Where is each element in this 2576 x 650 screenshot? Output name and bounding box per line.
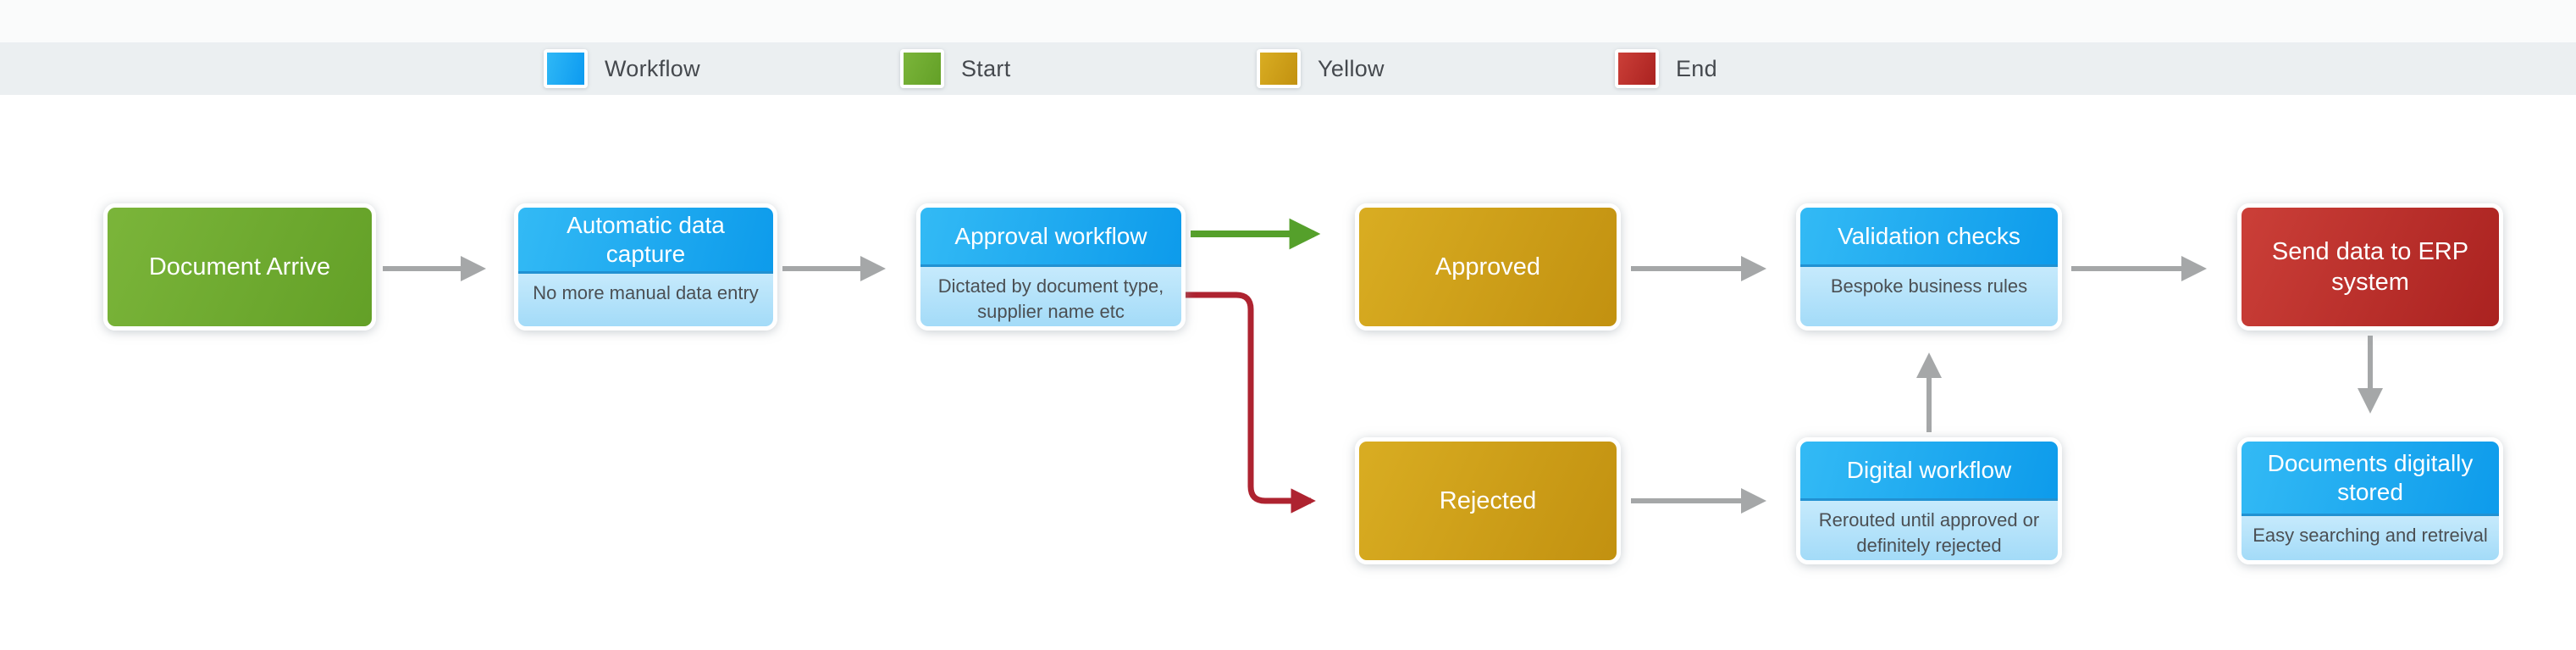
node-subtitle: No more manual data entry <box>518 274 773 326</box>
start-color-swatch <box>900 49 944 88</box>
node-rejected[interactable]: Rejected <box>1355 437 1621 564</box>
node-subtitle: Easy searching and retreival <box>2242 516 2499 560</box>
legend-item-yellow: Yellow <box>1257 47 1385 91</box>
legend-label: Workflow <box>605 55 700 81</box>
node-digital-workflow[interactable]: Digital workflow Rerouted until approved… <box>1796 437 2062 564</box>
node-title: Automatic data capture <box>518 208 773 274</box>
node-subtitle: Rerouted until approved or definitely re… <box>1800 501 2058 560</box>
node-approved[interactable]: Approved <box>1355 203 1621 331</box>
workflow-color-swatch <box>544 49 588 88</box>
legend-item-end: End <box>1615 47 1717 91</box>
node-title: Send data to ERP system <box>2242 208 2499 326</box>
legend-label: Yellow <box>1318 55 1385 81</box>
node-subtitle: Bespoke business rules <box>1800 267 2058 326</box>
yellow-color-swatch <box>1257 49 1301 88</box>
node-document-arrive[interactable]: Document Arrive <box>103 203 376 331</box>
node-send-data-to-erp[interactable]: Send data to ERP system <box>2237 203 2503 331</box>
node-title: Documents digitally stored <box>2242 442 2499 516</box>
node-documents-digitally-stored[interactable]: Documents digitally stored Easy searchin… <box>2237 437 2503 564</box>
node-title: Document Arrive <box>108 208 372 326</box>
node-title: Approved <box>1359 208 1617 326</box>
arrow-approval-workflow-to-rejected <box>1186 292 1316 514</box>
legend-item-workflow: Workflow <box>544 47 700 91</box>
node-title: Validation checks <box>1800 208 2058 267</box>
end-color-swatch <box>1615 49 1659 88</box>
legend-item-start: Start <box>900 47 1011 91</box>
node-title: Rejected <box>1359 442 1617 560</box>
node-subtitle: Dictated by document type, supplier name… <box>920 267 1181 326</box>
legend-label: Start <box>961 55 1011 81</box>
node-title: Digital workflow <box>1800 442 2058 501</box>
legend-label: End <box>1676 55 1717 81</box>
node-automatic-data-capture[interactable]: Automatic data capture No more manual da… <box>514 203 777 331</box>
node-approval-workflow[interactable]: Approval workflow Dictated by document t… <box>916 203 1186 331</box>
node-validation-checks[interactable]: Validation checks Bespoke business rules <box>1796 203 2062 331</box>
node-title: Approval workflow <box>920 208 1181 267</box>
top-strip <box>0 0 2576 42</box>
